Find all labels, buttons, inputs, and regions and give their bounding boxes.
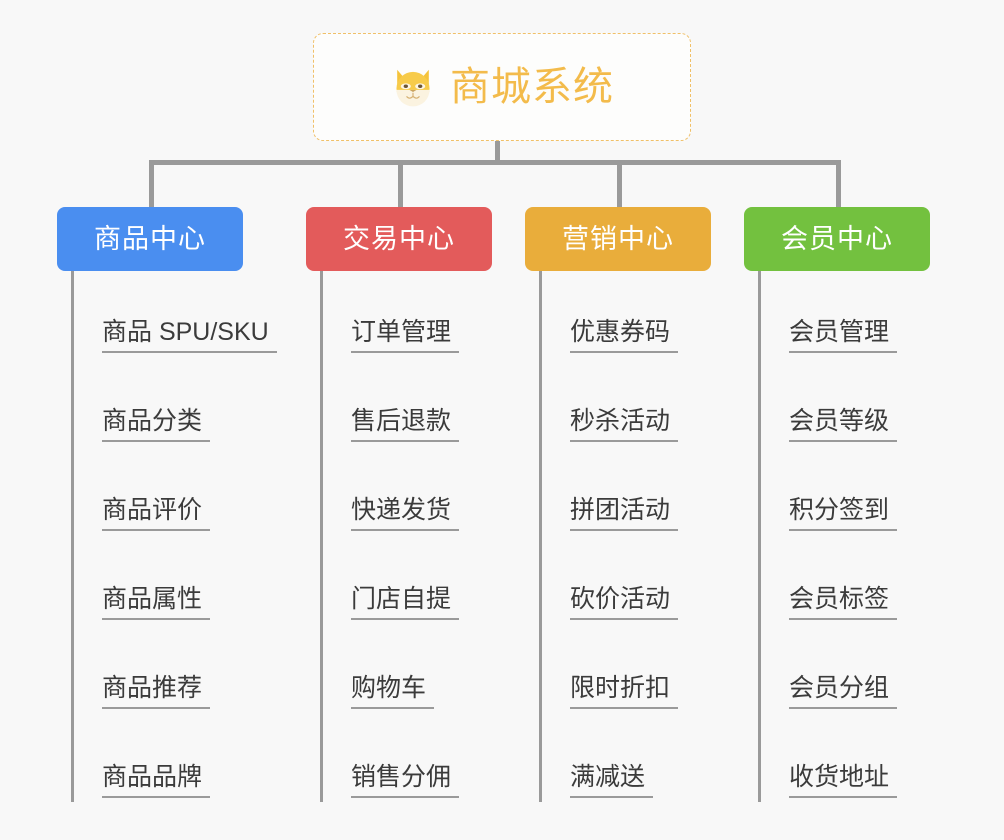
category-header-trade-center[interactable]: 交易中心 bbox=[306, 207, 492, 271]
list-item[interactable]: 商品推荐 bbox=[90, 624, 243, 713]
list-item-label: 购物车 bbox=[351, 673, 435, 709]
connector-drop-marketing-center bbox=[617, 160, 622, 207]
list-item-label: 会员分组 bbox=[789, 673, 898, 709]
column-product-center: 商品中心 商品 SPU/SKU 商品分类 商品评价 商品属性 商品推荐 商品品牌 bbox=[57, 207, 277, 802]
connector-drop-product-center bbox=[149, 160, 154, 207]
category-label: 营销中心 bbox=[562, 223, 674, 254]
list-item-label: 商品分类 bbox=[102, 406, 211, 442]
connector-drop-member-center bbox=[836, 160, 841, 207]
item-list-trade-center: 订单管理 售后退款 快递发货 门店自提 购物车 销售分佣 bbox=[320, 271, 492, 802]
list-item[interactable]: 会员标签 bbox=[777, 535, 930, 624]
column-trade-center: 交易中心 订单管理 售后退款 快递发货 门店自提 购物车 销售分佣 bbox=[306, 207, 492, 802]
category-label: 会员中心 bbox=[781, 223, 893, 254]
list-item[interactable]: 商品属性 bbox=[90, 535, 243, 624]
connector-horizontal-bus bbox=[149, 160, 841, 165]
list-item[interactable]: 收货地址 bbox=[777, 713, 930, 802]
root-node-商城系统[interactable]: 商城系统 bbox=[313, 33, 691, 141]
list-item[interactable]: 会员等级 bbox=[777, 357, 930, 446]
list-item[interactable]: 积分签到 bbox=[777, 446, 930, 535]
list-item-label: 会员标签 bbox=[789, 584, 898, 620]
list-item[interactable]: 快递发货 bbox=[339, 446, 492, 535]
list-item[interactable]: 优惠券码 bbox=[558, 271, 711, 357]
list-item-label: 商品属性 bbox=[102, 584, 211, 620]
list-item[interactable]: 订单管理 bbox=[339, 271, 492, 357]
list-item[interactable]: 商品评价 bbox=[90, 446, 243, 535]
item-list-member-center: 会员管理 会员等级 积分签到 会员标签 会员分组 收货地址 bbox=[758, 271, 930, 802]
list-item-label: 积分签到 bbox=[789, 495, 898, 531]
list-item[interactable]: 商品分类 bbox=[90, 357, 243, 446]
category-header-member-center[interactable]: 会员中心 bbox=[744, 207, 930, 271]
category-header-marketing-center[interactable]: 营销中心 bbox=[525, 207, 711, 271]
list-item[interactable]: 销售分佣 bbox=[339, 713, 492, 802]
list-item[interactable]: 满减送 bbox=[558, 713, 711, 802]
category-label: 交易中心 bbox=[343, 223, 455, 254]
list-item-label: 优惠券码 bbox=[570, 317, 679, 353]
column-marketing-center: 营销中心 优惠券码 秒杀活动 拼团活动 砍价活动 限时折扣 满减送 bbox=[525, 207, 711, 802]
list-item-label: 售后退款 bbox=[351, 406, 460, 442]
list-item-label: 收货地址 bbox=[789, 762, 898, 798]
connector-root-stem bbox=[495, 141, 500, 165]
connector-drop-trade-center bbox=[398, 160, 403, 207]
list-item[interactable]: 售后退款 bbox=[339, 357, 492, 446]
root-title: 商城系统 bbox=[450, 65, 614, 109]
list-item-label: 商品 SPU/SKU bbox=[102, 317, 277, 353]
list-item[interactable]: 限时折扣 bbox=[558, 624, 711, 713]
category-label: 商品中心 bbox=[94, 223, 206, 254]
list-item-label: 拼团活动 bbox=[570, 495, 679, 531]
item-list-marketing-center: 优惠券码 秒杀活动 拼团活动 砍价活动 限时折扣 满减送 bbox=[539, 271, 711, 802]
list-item[interactable]: 秒杀活动 bbox=[558, 357, 711, 446]
list-item-label: 商品品牌 bbox=[102, 762, 211, 798]
list-item[interactable]: 拼团活动 bbox=[558, 446, 711, 535]
list-item-label: 快递发货 bbox=[351, 495, 460, 531]
list-item-label: 门店自提 bbox=[351, 584, 460, 620]
list-item[interactable]: 会员管理 bbox=[777, 271, 930, 357]
category-header-product-center[interactable]: 商品中心 bbox=[57, 207, 243, 271]
list-item-label: 会员管理 bbox=[789, 317, 898, 353]
item-list-product-center: 商品 SPU/SKU 商品分类 商品评价 商品属性 商品推荐 商品品牌 bbox=[71, 271, 277, 802]
list-item[interactable]: 商品 SPU/SKU bbox=[90, 271, 277, 357]
list-item-label: 销售分佣 bbox=[351, 762, 460, 798]
column-member-center: 会员中心 会员管理 会员等级 积分签到 会员标签 会员分组 收货地址 bbox=[744, 207, 930, 802]
list-item-label: 订单管理 bbox=[351, 317, 460, 353]
list-item-label: 商品推荐 bbox=[102, 673, 211, 709]
list-item[interactable]: 砍价活动 bbox=[558, 535, 711, 624]
list-item[interactable]: 门店自提 bbox=[339, 535, 492, 624]
list-item-label: 砍价活动 bbox=[570, 584, 679, 620]
list-item-label: 满减送 bbox=[570, 762, 654, 798]
list-item[interactable]: 购物车 bbox=[339, 624, 492, 713]
shiba-inu-face-icon bbox=[396, 69, 430, 107]
list-item-label: 会员等级 bbox=[789, 406, 898, 442]
list-item-label: 限时折扣 bbox=[570, 673, 679, 709]
list-item[interactable]: 商品品牌 bbox=[90, 713, 243, 802]
list-item[interactable]: 会员分组 bbox=[777, 624, 930, 713]
list-item-label: 秒杀活动 bbox=[570, 406, 679, 442]
list-item-label: 商品评价 bbox=[102, 495, 211, 531]
